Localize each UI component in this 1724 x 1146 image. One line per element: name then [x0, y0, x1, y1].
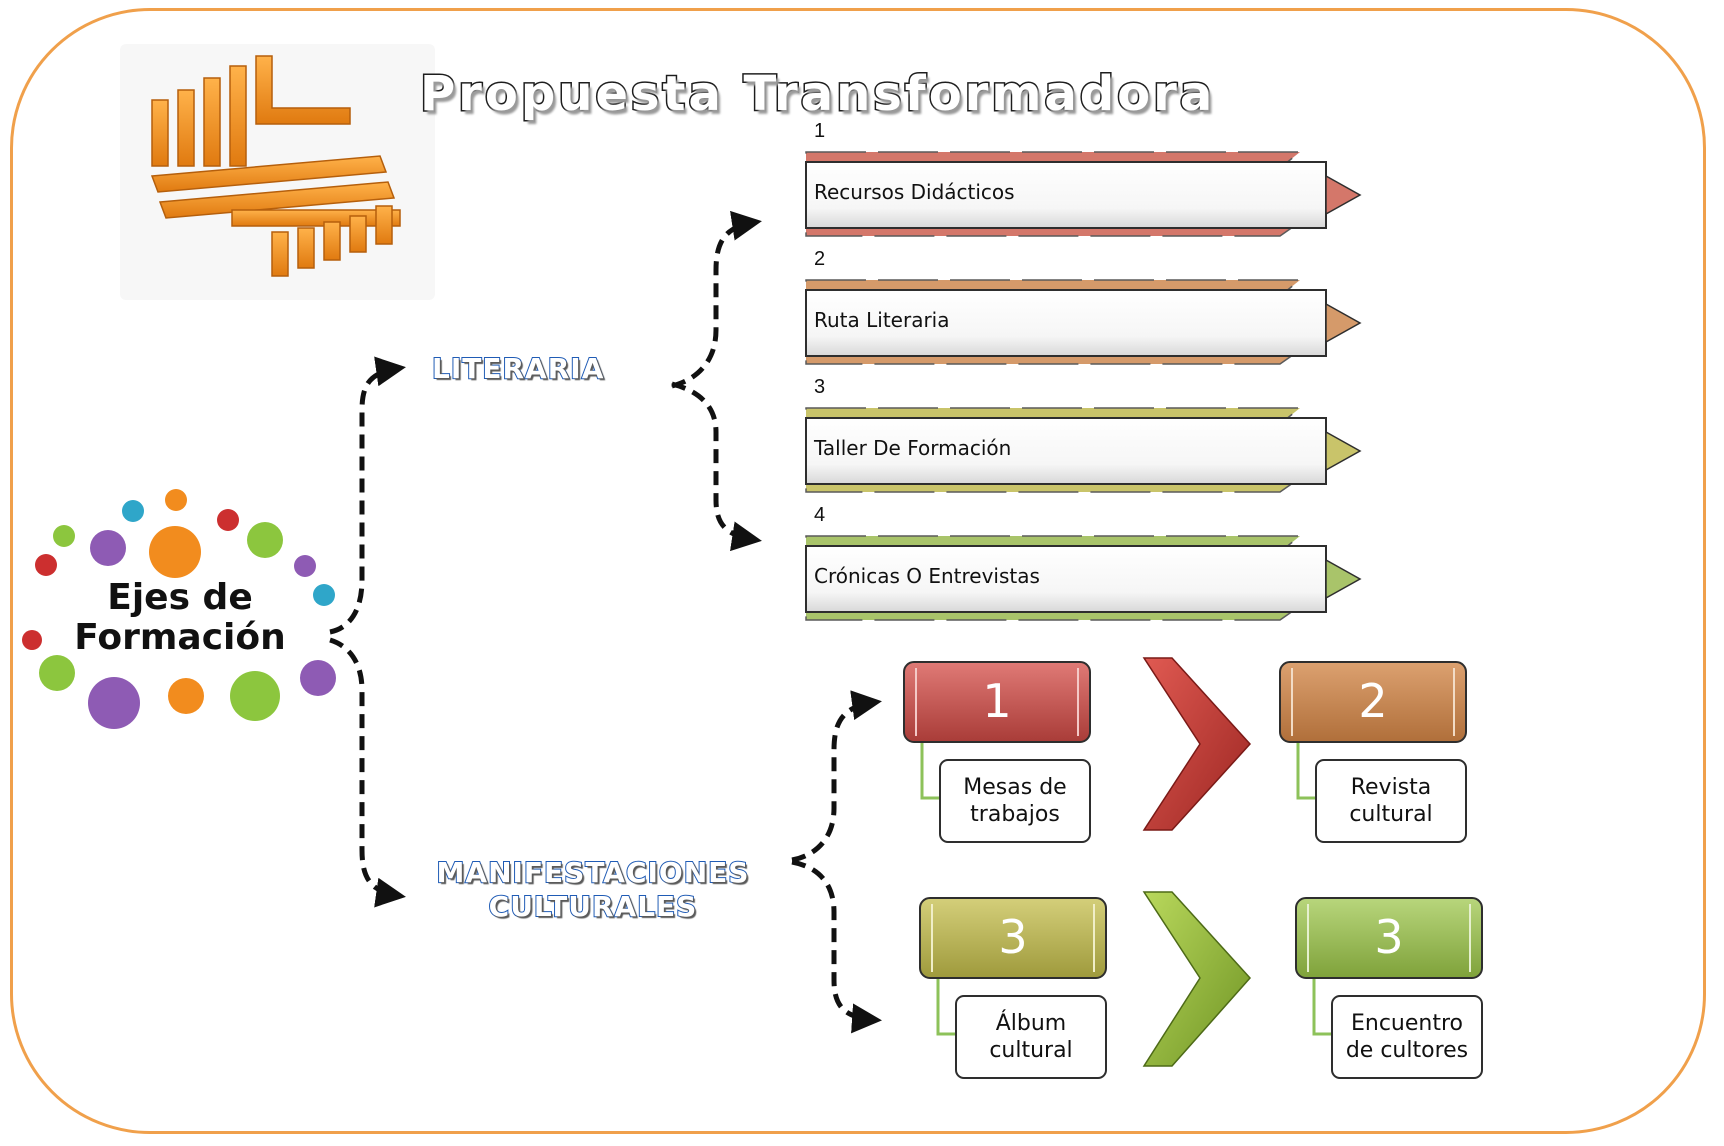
literaria-item-4-shape: [805, 535, 1362, 621]
literaria-item-4-number: 4: [814, 504, 826, 526]
branch-manifestaciones-line-2: CULTURALES: [488, 889, 698, 924]
step-2-shape: [1279, 661, 1467, 843]
chevron-right-icon: [1142, 657, 1252, 831]
step-2-caption-line-2: cultural: [1349, 802, 1433, 827]
branch-literaria: LITERARIA: [431, 351, 605, 386]
page-title: Propuesta Transformadora: [419, 65, 1216, 124]
step-1-caption-line-1: Mesas de: [963, 775, 1067, 800]
step-2-caption-line-1: Revista: [1350, 775, 1432, 800]
step-3-number: 3: [998, 910, 1028, 964]
step-4-shape: [1295, 897, 1483, 1079]
step-4-caption-line-1: Encuentro: [1350, 1011, 1463, 1036]
center-topic: Ejes de Formación: [20, 578, 340, 658]
connectors: [329, 210, 882, 1034]
literaria-item-1-shape: [805, 151, 1362, 237]
step-1-caption-line-2: trabajos: [970, 802, 1060, 827]
step-3-shape: [919, 897, 1107, 1079]
page-frame: [10, 8, 1706, 1134]
logo: [120, 44, 435, 300]
branch-manifestaciones: MANIFESTACIONES CULTURALES: [408, 855, 778, 924]
literaria-item-1-number: 1: [814, 120, 826, 142]
literaria-item-2-label: Ruta Literaria: [814, 308, 950, 332]
literaria-item-3-number: 3: [814, 376, 826, 398]
chevron-right-icon: [1142, 891, 1252, 1067]
center-topic-line-2: Formación: [74, 617, 286, 658]
center-bubbles: [22, 489, 336, 729]
step-3-caption: Álbum cultural: [956, 1010, 1106, 1064]
center-topic-line-1: Ejes de: [107, 577, 253, 618]
branch-manifestaciones-line-1: MANIFESTACIONES: [436, 855, 750, 890]
step-1-caption: Mesas de trabajos: [940, 774, 1090, 828]
literaria-item-2-number: 2: [814, 248, 826, 270]
literaria-item-3-shape: [805, 407, 1362, 493]
step-3-caption-line-2: cultural: [989, 1038, 1073, 1063]
literaria-item-1-label: Recursos Didácticos: [814, 180, 1015, 204]
step-2-caption: Revista cultural: [1316, 774, 1466, 828]
step-4-caption: Encuentro de cultores: [1332, 1010, 1482, 1064]
step-1-number: 1: [982, 674, 1012, 728]
literaria-item-3-label: Taller De Formación: [814, 436, 1012, 460]
step-4-number: 3: [1374, 910, 1404, 964]
literaria-item-4-label: Crónicas O Entrevistas: [814, 564, 1040, 588]
step-4-caption-line-2: de cultores: [1345, 1038, 1469, 1063]
step-2-number: 2: [1358, 674, 1388, 728]
step-3-caption-line-1: Álbum: [995, 1011, 1067, 1036]
step-1-shape: [903, 661, 1091, 843]
literaria-item-2-shape: [805, 279, 1362, 365]
